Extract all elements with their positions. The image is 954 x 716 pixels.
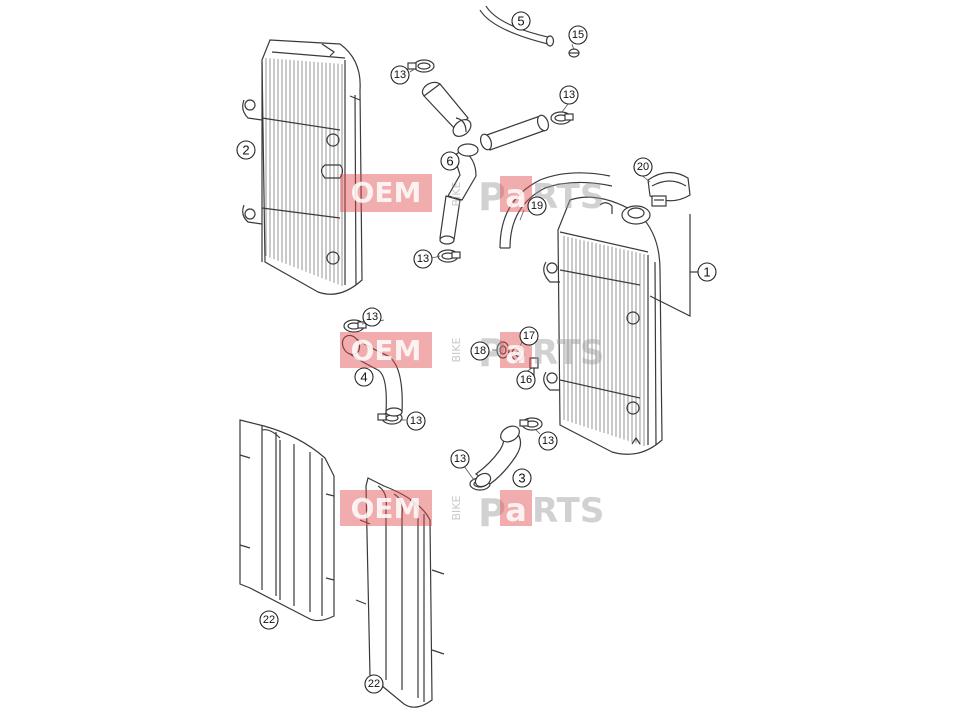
right-radiator [543, 196, 663, 455]
callout-3: 3 [512, 468, 532, 488]
callout-22: 22 [259, 610, 279, 630]
wm-bike: BIKE [450, 337, 463, 362]
callout-4: 4 [354, 367, 374, 387]
clamp-13-hose4-bottom [377, 411, 403, 425]
callout-1-bracket [649, 214, 691, 317]
callout-13-label: 13 [563, 89, 575, 101]
callout-1-label: 1 [703, 265, 710, 280]
callout-16: 16 [516, 370, 536, 390]
clamp-13-top [407, 59, 435, 73]
callout-13: 13 [406, 411, 426, 431]
wm-a: a [505, 491, 527, 529]
wm-oem: OEM [351, 492, 422, 525]
callout-13-label: 13 [542, 435, 554, 447]
callout-19: 19 [527, 196, 547, 216]
callout-20-label: 20 [637, 161, 649, 173]
bolt-16 [529, 357, 539, 376]
callout-13-label: 13 [410, 415, 422, 427]
hose-3 [474, 425, 522, 488]
wm-a: a [505, 177, 527, 215]
hose-19 [499, 172, 613, 249]
watermark-middle: OEM BIKE P a RTS [340, 331, 604, 375]
callout-19-label: 19 [531, 200, 543, 212]
clamp-13-hose3-top [519, 417, 543, 431]
callout-5-label: 5 [517, 14, 524, 29]
callout-4-label: 4 [360, 370, 367, 385]
callout-13-label: 13 [366, 311, 378, 323]
wm-a: a [505, 333, 527, 371]
callout-13-label: 13 [417, 253, 429, 265]
callout-15: 15 [568, 25, 588, 45]
wm-p: P [478, 491, 506, 535]
clamp-13-mid [437, 249, 461, 263]
callout-1: 1 [697, 262, 717, 282]
callout-2-label: 2 [242, 143, 249, 158]
wm-bike: BIKE [450, 495, 463, 520]
radiator-cap [647, 171, 691, 207]
callout-6: 6 [440, 151, 460, 171]
callout-13-label: 13 [454, 453, 466, 465]
wm-bike: BIKE [450, 181, 463, 206]
callout-13: 13 [413, 249, 433, 269]
left-radiator [242, 39, 363, 295]
callout-13: 13 [450, 449, 470, 469]
callout-20: 20 [633, 157, 653, 177]
callout-22-label: 22 [263, 614, 275, 626]
callout-18: 18 [470, 341, 490, 361]
callout-13: 13 [559, 85, 579, 105]
callout-5: 5 [511, 11, 531, 31]
callout-13-label: 13 [394, 69, 406, 81]
callout-17: 17 [519, 326, 539, 346]
wm-p: P [478, 175, 506, 219]
radiator-louver-left [239, 419, 335, 622]
watermark-bottom: OEM BIKE P a RTS [340, 490, 604, 535]
wm-rts: RTS [532, 491, 604, 531]
callout-15-label: 15 [572, 29, 584, 41]
clamp-13-hose4-top [343, 319, 367, 333]
callout-22: 22 [364, 674, 384, 694]
callout-3-label: 3 [518, 471, 525, 486]
hose-6 [421, 81, 550, 245]
callout-16-label: 16 [520, 374, 532, 386]
callout-6-label: 6 [446, 154, 453, 169]
washer-17 [511, 346, 525, 362]
callout-13: 13 [538, 431, 558, 451]
callout-17-label: 17 [523, 330, 535, 342]
hose-4 [341, 334, 403, 417]
wm-rts: RTS [532, 333, 604, 373]
wm-oem: OEM [351, 176, 422, 209]
hose-5 [479, 5, 555, 47]
radiator-louver-right [355, 477, 445, 708]
callout-22-label: 22 [368, 678, 380, 690]
clamp-15 [568, 48, 580, 58]
callout-13: 13 [362, 307, 382, 327]
callout-2: 2 [236, 140, 256, 160]
callout-13: 13 [390, 65, 410, 85]
callout-18-label: 18 [474, 345, 486, 357]
wm-oem: OEM [351, 334, 422, 367]
clamp-13-right-top [550, 111, 574, 125]
